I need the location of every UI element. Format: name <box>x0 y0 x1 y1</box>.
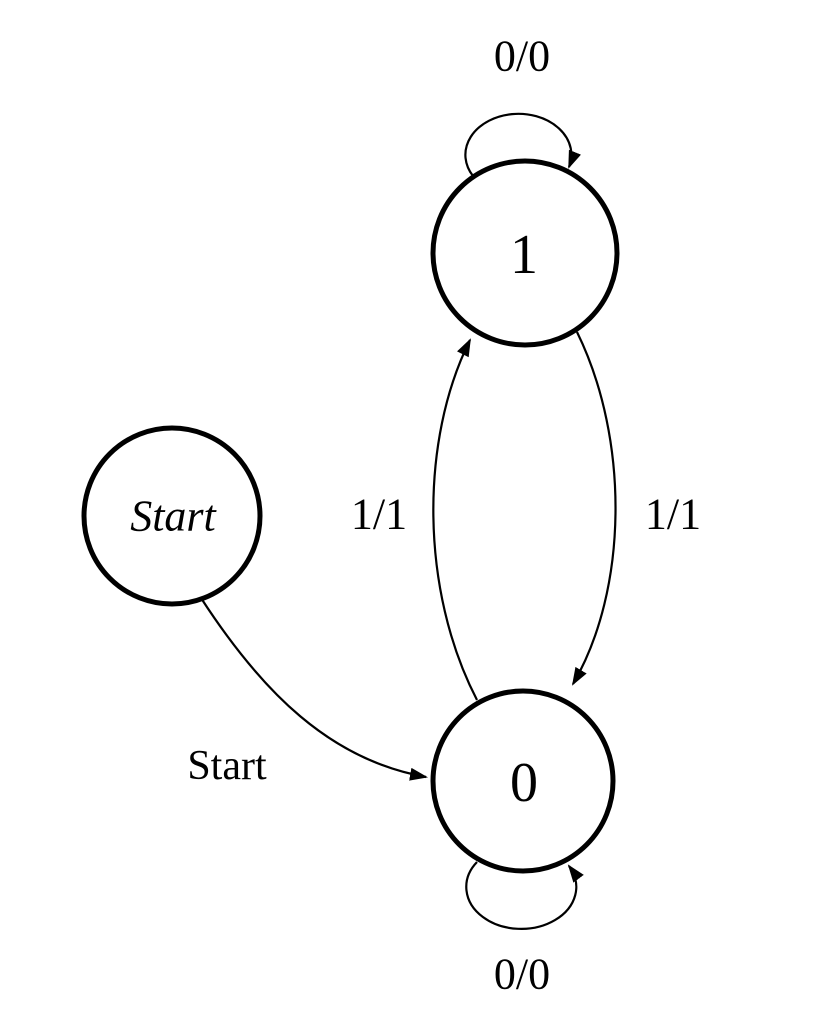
node-start <box>81 425 263 607</box>
edge-self-loop-state-1 <box>464 112 581 177</box>
node-start-label: Start <box>130 492 217 541</box>
node-state-1-label: 1 <box>510 224 538 286</box>
edge-label-self-loop-top: 0/0 <box>494 32 550 81</box>
node-state-0-label: 0 <box>510 752 538 814</box>
edge-start-to-state-0 <box>200 597 428 781</box>
edge-self-loop-state-0 <box>465 861 584 930</box>
edge-state-0-to-state-1 <box>432 338 478 701</box>
edge-label-self-loop-bottom: 0/0 <box>494 950 550 999</box>
edge-label-start: Start <box>187 743 267 789</box>
edge-label-left-1-1: 1/1 <box>351 490 407 539</box>
edge-label-right-1-1: 1/1 <box>645 490 701 539</box>
node-state-0 <box>430 688 616 874</box>
node-state-1 <box>430 158 620 348</box>
edge-state-1-to-state-0 <box>571 331 617 686</box>
